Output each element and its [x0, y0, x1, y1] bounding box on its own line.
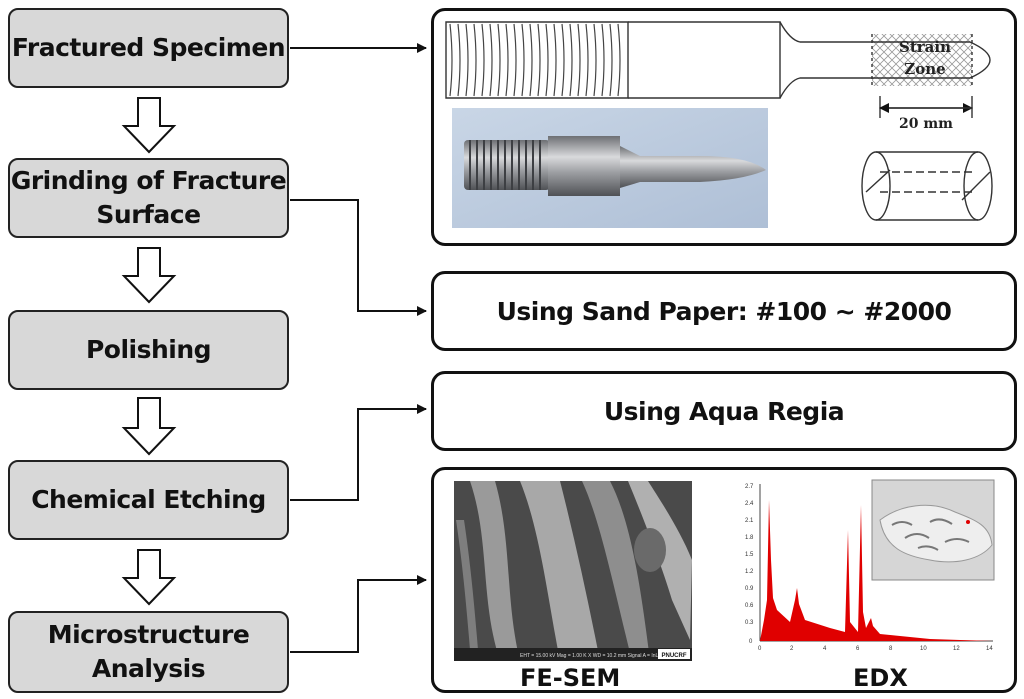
aqua-regia-panel: Using Aqua Regia [431, 371, 1017, 451]
svg-text:0.9: 0.9 [745, 586, 754, 592]
specimen-photo [452, 108, 768, 228]
sand-paper-text: Using Sand Paper: #100 ~ #2000 [496, 296, 952, 326]
sem-logo: PNUCRF [662, 653, 687, 659]
svg-text:1.5: 1.5 [745, 552, 754, 558]
specimen-drawing [445, 21, 993, 221]
step-chemical-etching: Chemical Etching [8, 460, 289, 540]
svg-text:4: 4 [823, 646, 827, 652]
svg-text:1.8: 1.8 [745, 535, 754, 541]
svg-text:14: 14 [986, 646, 993, 652]
step-microstructure: Microstructure Analysis [8, 611, 289, 693]
step-polishing: Polishing [8, 310, 289, 390]
svg-text:2.4: 2.4 [745, 501, 754, 507]
svg-text:0.6: 0.6 [745, 603, 754, 609]
connector-etching [290, 404, 427, 501]
sand-paper-panel: Using Sand Paper: #100 ~ #2000 [431, 271, 1017, 351]
edx-axis-ticks: 2.7 2.4 2.1 1.8 1.5 1.2 0.9 0.6 0.3 0 0 … [745, 484, 993, 652]
svg-text:6: 6 [856, 646, 860, 652]
svg-text:8: 8 [889, 646, 893, 652]
strain-zone-label-2: Zone [904, 60, 945, 78]
step-fractured-specimen: Fractured Specimen [8, 8, 289, 88]
edx-chart [759, 484, 993, 642]
step-label-line1: Microstructure [47, 620, 250, 649]
svg-text:10: 10 [920, 646, 927, 652]
svg-text:2: 2 [790, 646, 794, 652]
down-arrow-icon [121, 549, 177, 606]
svg-text:0.3: 0.3 [745, 620, 754, 626]
step-grinding: Grinding of Fracture Surface [8, 158, 289, 238]
svg-text:0: 0 [749, 639, 753, 645]
connector-analysis [290, 575, 427, 653]
step-label: Fractured Specimen [11, 33, 286, 62]
dimension-label: 20 mm [899, 116, 953, 132]
step-label: Polishing [85, 335, 212, 364]
connector-grinding [290, 199, 427, 316]
step-label-line1: Grinding of Fracture [10, 166, 287, 195]
edx-spectrum [760, 500, 993, 641]
svg-text:2.7: 2.7 [745, 484, 754, 490]
down-arrow-icon [121, 97, 177, 154]
down-arrow-icon [121, 397, 177, 456]
step-label-line2: Analysis [91, 654, 206, 683]
aqua-regia-text: Using Aqua Regia [603, 396, 845, 426]
step-label: Chemical Etching [31, 485, 266, 514]
edx-inset-image [871, 479, 995, 581]
sem-footer: EHT = 15.00 kV Mag = 1.00 K X WD = 10.2 … [520, 653, 667, 659]
svg-text:2.1: 2.1 [745, 518, 754, 524]
edx-caption: EDX [853, 664, 908, 692]
svg-text:0: 0 [758, 646, 762, 652]
fe-sem-image [454, 481, 692, 661]
step-label-line2: Surface [96, 200, 201, 229]
svg-text:12: 12 [953, 646, 960, 652]
strain-zone-label-1: Strain [899, 38, 951, 56]
sem-caption: FE-SEM [520, 664, 621, 692]
svg-text:1.2: 1.2 [745, 569, 754, 575]
down-arrow-icon [121, 247, 177, 304]
